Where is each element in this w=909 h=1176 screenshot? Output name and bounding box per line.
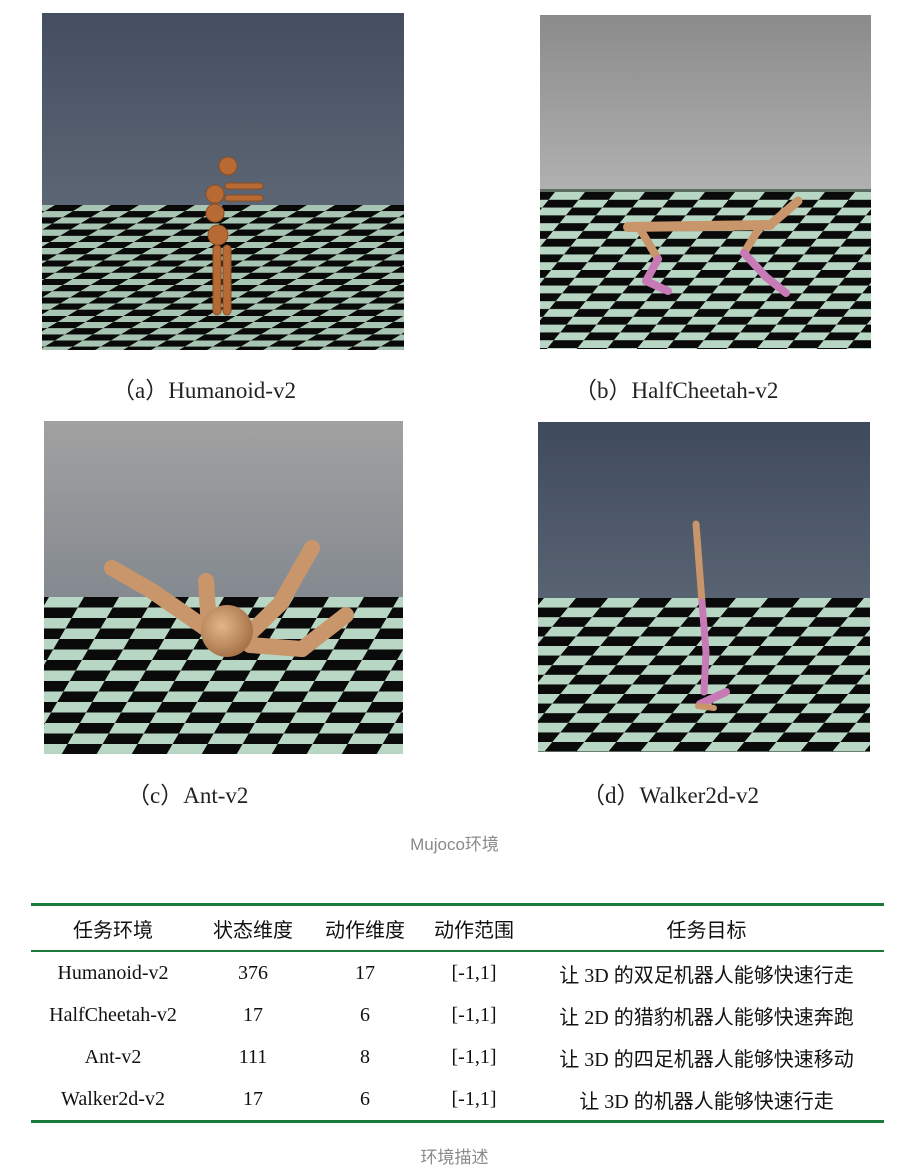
figure-caption: Mujoco环境	[410, 835, 499, 854]
state-dim-cell: 111	[238, 1045, 268, 1068]
env-name-cell: Humanoid-v2	[57, 961, 169, 984]
table-header-row: 任务环境 状态维度 动作维度 动作范围 任务目标	[31, 904, 884, 951]
panel-a-label: （a）Humanoid-v2	[112, 378, 296, 403]
header-task-goal: 任务目标	[666, 919, 747, 942]
panel-c-label: （c）Ant-v2	[127, 783, 249, 808]
action-range-cell: [-1,1]	[451, 1045, 497, 1068]
task-goal-cell: 让 3D 的机器人能够快速行走	[579, 1090, 834, 1113]
action-range-cell: [-1,1]	[451, 961, 497, 984]
table-caption: 环境描述	[420, 1148, 489, 1167]
action-dim-cell: 6	[360, 1003, 370, 1026]
state-dim-cell: 17	[243, 1003, 263, 1026]
state-dim-cell: 17	[243, 1087, 263, 1110]
halfcheetah-image	[540, 15, 871, 349]
panel-b-label: （b）HalfCheetah-v2	[574, 378, 779, 403]
header-task-env: 任务环境	[73, 919, 153, 942]
humanoid-image	[42, 13, 404, 350]
task-goal-cell: 让 2D 的猎豹机器人能够快速奔跑	[559, 1006, 854, 1029]
env-name-cell: HalfCheetah-v2	[49, 1003, 177, 1026]
state-dim-cell: 376	[238, 961, 268, 984]
action-range-cell: [-1,1]	[451, 1003, 497, 1026]
task-goal-cell: 让 3D 的双足机器人能够快速行走	[559, 964, 854, 987]
task-goal-cell: 让 3D 的四足机器人能够快速移动	[559, 1048, 854, 1071]
action-dim-cell: 8	[360, 1045, 370, 1068]
header-action-dim: 动作维度	[325, 919, 405, 942]
table-row: Walker2d-v2 17 6 [-1,1] 让 3D 的机器人能够快速行走	[31, 1078, 884, 1122]
environment-table: 任务环境 状态维度 动作维度 动作范围 任务目标 Humanoid-v2 376…	[31, 903, 884, 1123]
table-row: Ant-v2 111 8 [-1,1] 让 3D 的四足机器人能够快速移动	[31, 1036, 884, 1078]
table-row: Humanoid-v2 376 17 [-1,1] 让 3D 的双足机器人能够快…	[31, 951, 884, 994]
panel-d-label: （d）Walker2d-v2	[582, 783, 759, 808]
walker2d-image	[538, 422, 870, 752]
env-name-cell: Walker2d-v2	[61, 1087, 165, 1110]
action-dim-cell: 17	[355, 961, 375, 984]
action-range-cell: [-1,1]	[451, 1087, 497, 1110]
header-action-range: 动作范围	[434, 919, 514, 942]
ant-image	[44, 421, 403, 754]
env-name-cell: Ant-v2	[84, 1045, 142, 1068]
action-dim-cell: 6	[360, 1087, 370, 1110]
table-row: HalfCheetah-v2 17 6 [-1,1] 让 2D 的猎豹机器人能够…	[31, 994, 884, 1036]
header-state-dim: 状态维度	[213, 919, 293, 942]
